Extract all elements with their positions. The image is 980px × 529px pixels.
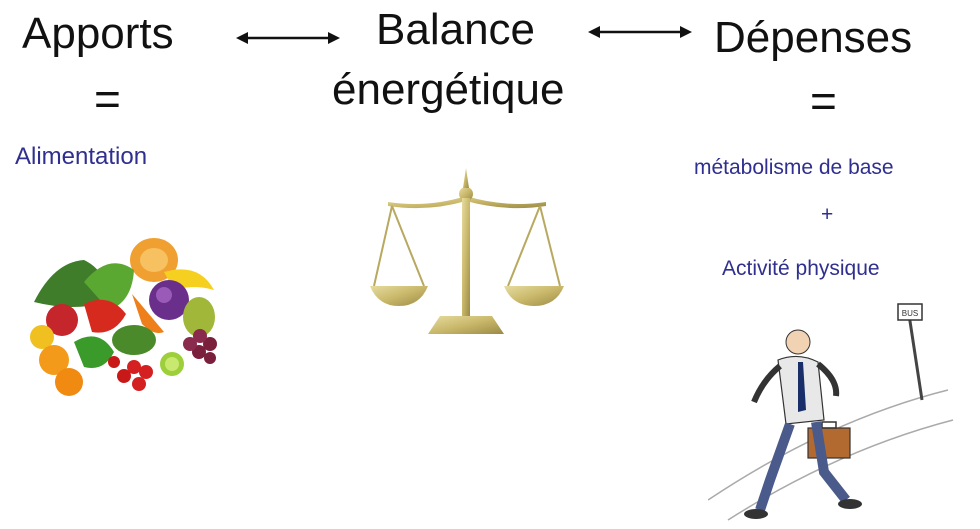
bus-sign-text: BUS: [902, 309, 918, 318]
metabolisme-label: métabolisme de base: [694, 156, 894, 179]
activite-physique-label: Activité physique: [722, 257, 880, 280]
fruits-vegetables-illustration: [30, 238, 217, 396]
plus-sign: +: [821, 203, 834, 226]
scale-illustration: [370, 168, 564, 334]
apports-title: Apports: [22, 9, 174, 58]
depenses-equals: =: [810, 75, 837, 127]
alimentation-label: Alimentation: [15, 143, 148, 170]
apports-equals: =: [94, 73, 121, 125]
walking-businessman-illustration: BUS: [708, 303, 954, 521]
depenses-title: Dépenses: [714, 13, 913, 62]
balance-title-line1: Balance: [376, 5, 536, 54]
double-arrow-icon: [236, 32, 340, 44]
balance-title-line2: énergétique: [332, 65, 565, 114]
double-arrow-icon: [588, 26, 692, 38]
